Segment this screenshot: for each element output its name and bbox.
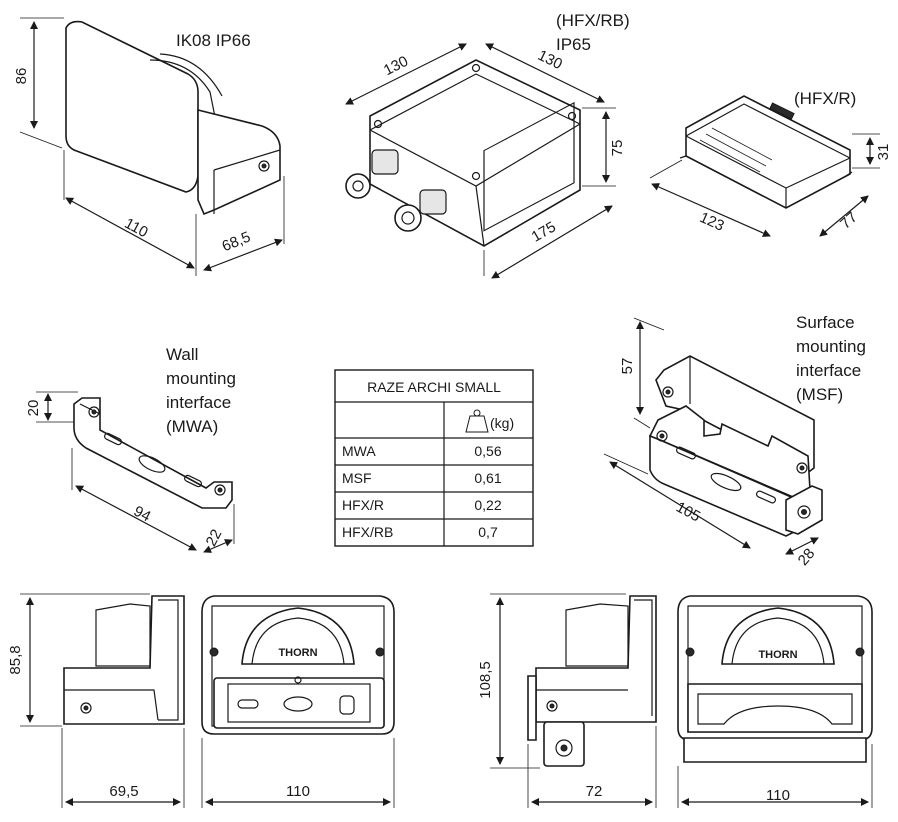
box-rb-dim-a: 130 (381, 53, 411, 80)
weight-table (334, 369, 534, 547)
weight-row-name: MSF (342, 470, 372, 486)
msf-label-1: Surface (796, 313, 855, 332)
msf-label-2: mounting (796, 337, 866, 356)
box-r-dim-height: 31 (875, 144, 892, 161)
luminaire-iso-drawing (19, 17, 285, 276)
weight-row-value: 0,61 (474, 470, 501, 486)
mwa-dim-length: 94 (131, 503, 154, 526)
msf-dim-depth: 28 (795, 545, 819, 569)
mwa-dim-depth: 22 (203, 527, 226, 550)
box-r-label: (HFX/R) (794, 89, 856, 108)
wall-front-view (201, 595, 395, 808)
wall-side-view (20, 593, 185, 808)
luminaire-dim-depth: 68,5 (220, 228, 253, 255)
wall-front-dim-width: 110 (286, 783, 310, 800)
surface-side-dim-height: 108,5 (477, 661, 494, 699)
surface-front-view (677, 595, 873, 808)
msf-label-3: interface (796, 361, 861, 380)
mwa-dim-height: 20 (25, 400, 42, 417)
weight-row-value: 0,56 (474, 443, 501, 459)
mwa-label-2: mounting (166, 369, 236, 388)
box-rb-dim-height: 75 (609, 140, 626, 157)
cable-gland-1 (345, 149, 399, 199)
msf-dim-height: 57 (619, 358, 636, 375)
msf-label-4: (MSF) (796, 385, 843, 404)
surface-front-dim-width: 110 (766, 787, 790, 804)
wall-side-dim-height: 85,8 (7, 645, 24, 674)
box-rb-drawing (345, 43, 616, 279)
box-rb-dim-length: 175 (529, 218, 559, 245)
mwa-label-1: Wall (166, 345, 198, 364)
mwa-label-3: interface (166, 393, 231, 412)
box-r-dim-width: 77 (837, 209, 861, 233)
box-r-dim-length: 123 (697, 209, 727, 235)
weight-row-name: MWA (342, 443, 376, 459)
weight-table-title: RAZE ARCHI SMALL (367, 379, 501, 395)
weight-row-value: 0,7 (478, 524, 498, 540)
weight-row-value: 0,22 (474, 497, 501, 513)
msf-dim-length: 105 (673, 499, 703, 526)
surface-side-dim-width: 72 (586, 783, 603, 800)
weight-row-name: HFX/R (342, 497, 384, 513)
surface-side-view (490, 593, 657, 808)
surface-front-brand-logo: THORN (758, 649, 797, 661)
box-r-drawing (649, 95, 880, 237)
mwa-drawing (36, 391, 235, 553)
luminaire-dim-length: 110 (122, 215, 151, 241)
weight-icon (465, 409, 489, 433)
luminaire-label: IK08 IP66 (176, 31, 251, 50)
box-rb-label-2: IP65 (556, 35, 591, 54)
mwa-label-4: (MWA) (166, 417, 218, 436)
cable-gland-2 (394, 189, 447, 232)
box-rb-label-1: (HFX/RB) (556, 11, 630, 30)
wall-side-dim-width: 69,5 (109, 783, 138, 800)
weight-table-unit: (kg) (490, 415, 514, 431)
wall-front-brand-logo: THORN (278, 647, 317, 659)
luminaire-dim-height: 86 (13, 68, 30, 85)
msf-drawing (603, 317, 823, 555)
weight-row-name: HFX/RB (342, 524, 393, 540)
